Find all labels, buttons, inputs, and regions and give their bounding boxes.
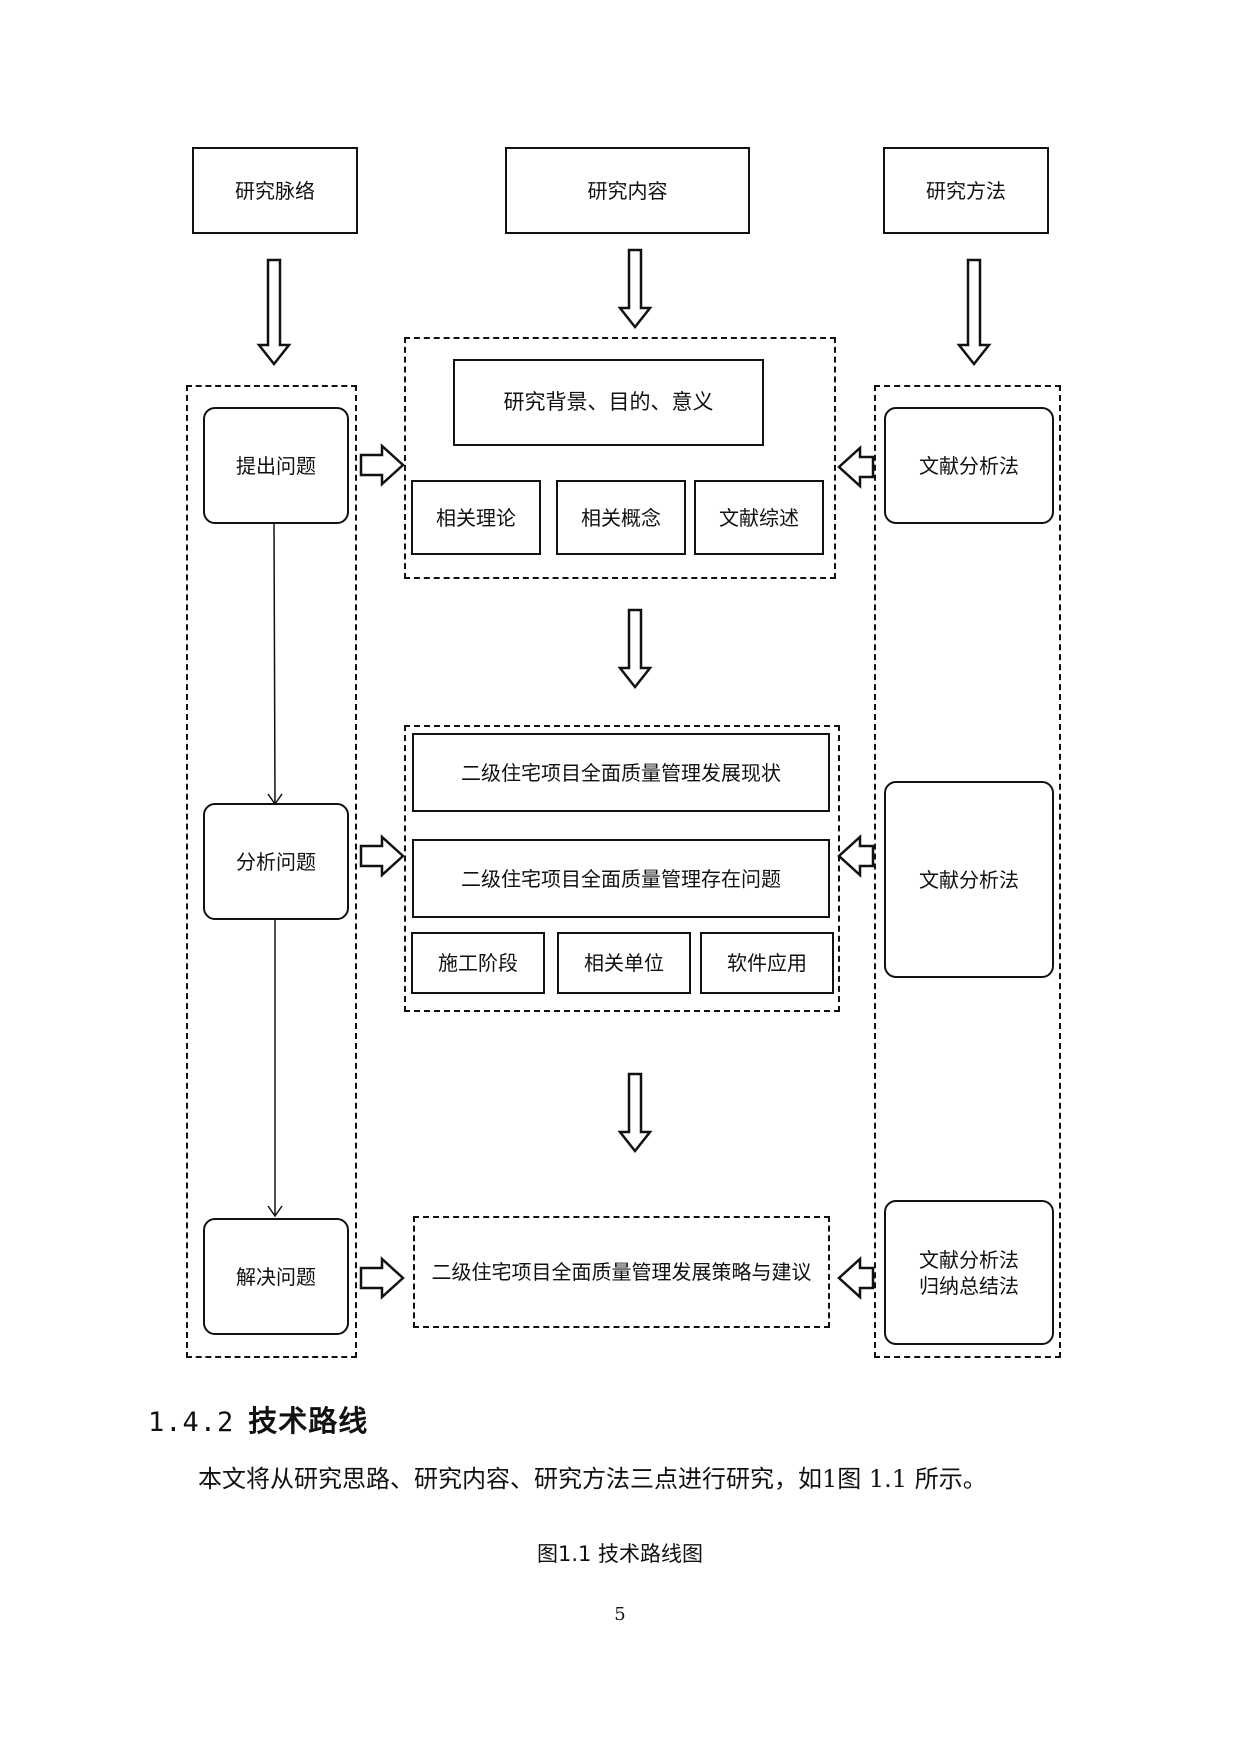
item-literature-review: 文献综述 <box>694 480 824 555</box>
page-number: 5 <box>614 1604 626 1625</box>
item-related-units: 相关单位 <box>557 932 691 994</box>
center-group-analysis <box>404 725 840 1012</box>
item-related-theory: 相关理论 <box>411 480 541 555</box>
step-raise-problem: 提出问题 <box>203 407 349 524</box>
right-column-frame <box>874 385 1061 1358</box>
down-arrow-right <box>956 258 992 367</box>
strategy-suggestions: 二级住宅项目全面质量管理发展策略与建议 <box>413 1216 830 1328</box>
development-status: 二级住宅项目全面质量管理发展现状 <box>412 733 830 812</box>
header-research-content: 研究内容 <box>505 147 750 234</box>
item-construction-phase: 施工阶段 <box>411 932 545 994</box>
left-arrow-3 <box>837 1256 875 1300</box>
section-title: 技术路线 <box>248 1404 369 1438</box>
background-purpose-significance: 研究背景、目的、意义 <box>453 359 764 446</box>
section-heading: 1.4.2 技术路线 <box>148 1398 368 1440</box>
right-arrow-3 <box>359 1256 405 1300</box>
method-literature-induction: 文献分析法 归纳总结法 <box>884 1200 1054 1345</box>
left-arrow-1 <box>837 445 875 489</box>
step-analyze-problem: 分析问题 <box>203 803 349 920</box>
step-solve-problem: 解决问题 <box>203 1218 349 1335</box>
header-research-context: 研究脉络 <box>192 147 358 234</box>
right-arrow-2 <box>359 834 405 878</box>
method-literature-analysis-2: 文献分析法 <box>884 781 1054 978</box>
connector-line-1 <box>273 522 276 805</box>
down-arrow-center-3 <box>617 1072 653 1154</box>
right-arrow-1 <box>359 443 405 487</box>
method-literature-analysis-1: 文献分析法 <box>884 407 1054 524</box>
down-arrow-center-2 <box>617 608 653 690</box>
down-arrow-center <box>617 248 653 330</box>
center-group-background <box>404 337 836 579</box>
left-column-frame <box>186 385 357 1358</box>
figure-caption: 图1.1 技术路线图 <box>536 1542 704 1566</box>
section-number: 1.4.2 <box>148 1407 235 1438</box>
connector-arrowhead-2 <box>267 1205 283 1218</box>
existing-problems: 二级住宅项目全面质量管理存在问题 <box>412 839 830 918</box>
header-research-method: 研究方法 <box>883 147 1049 234</box>
body-paragraph: 本文将从研究思路、研究内容、研究方法三点进行研究，如1图 1.1 所示。 <box>198 1465 987 1493</box>
left-arrow-2 <box>837 834 875 878</box>
item-software-application: 软件应用 <box>700 932 834 994</box>
item-related-concepts: 相关概念 <box>556 480 686 555</box>
down-arrow-left <box>256 258 292 367</box>
